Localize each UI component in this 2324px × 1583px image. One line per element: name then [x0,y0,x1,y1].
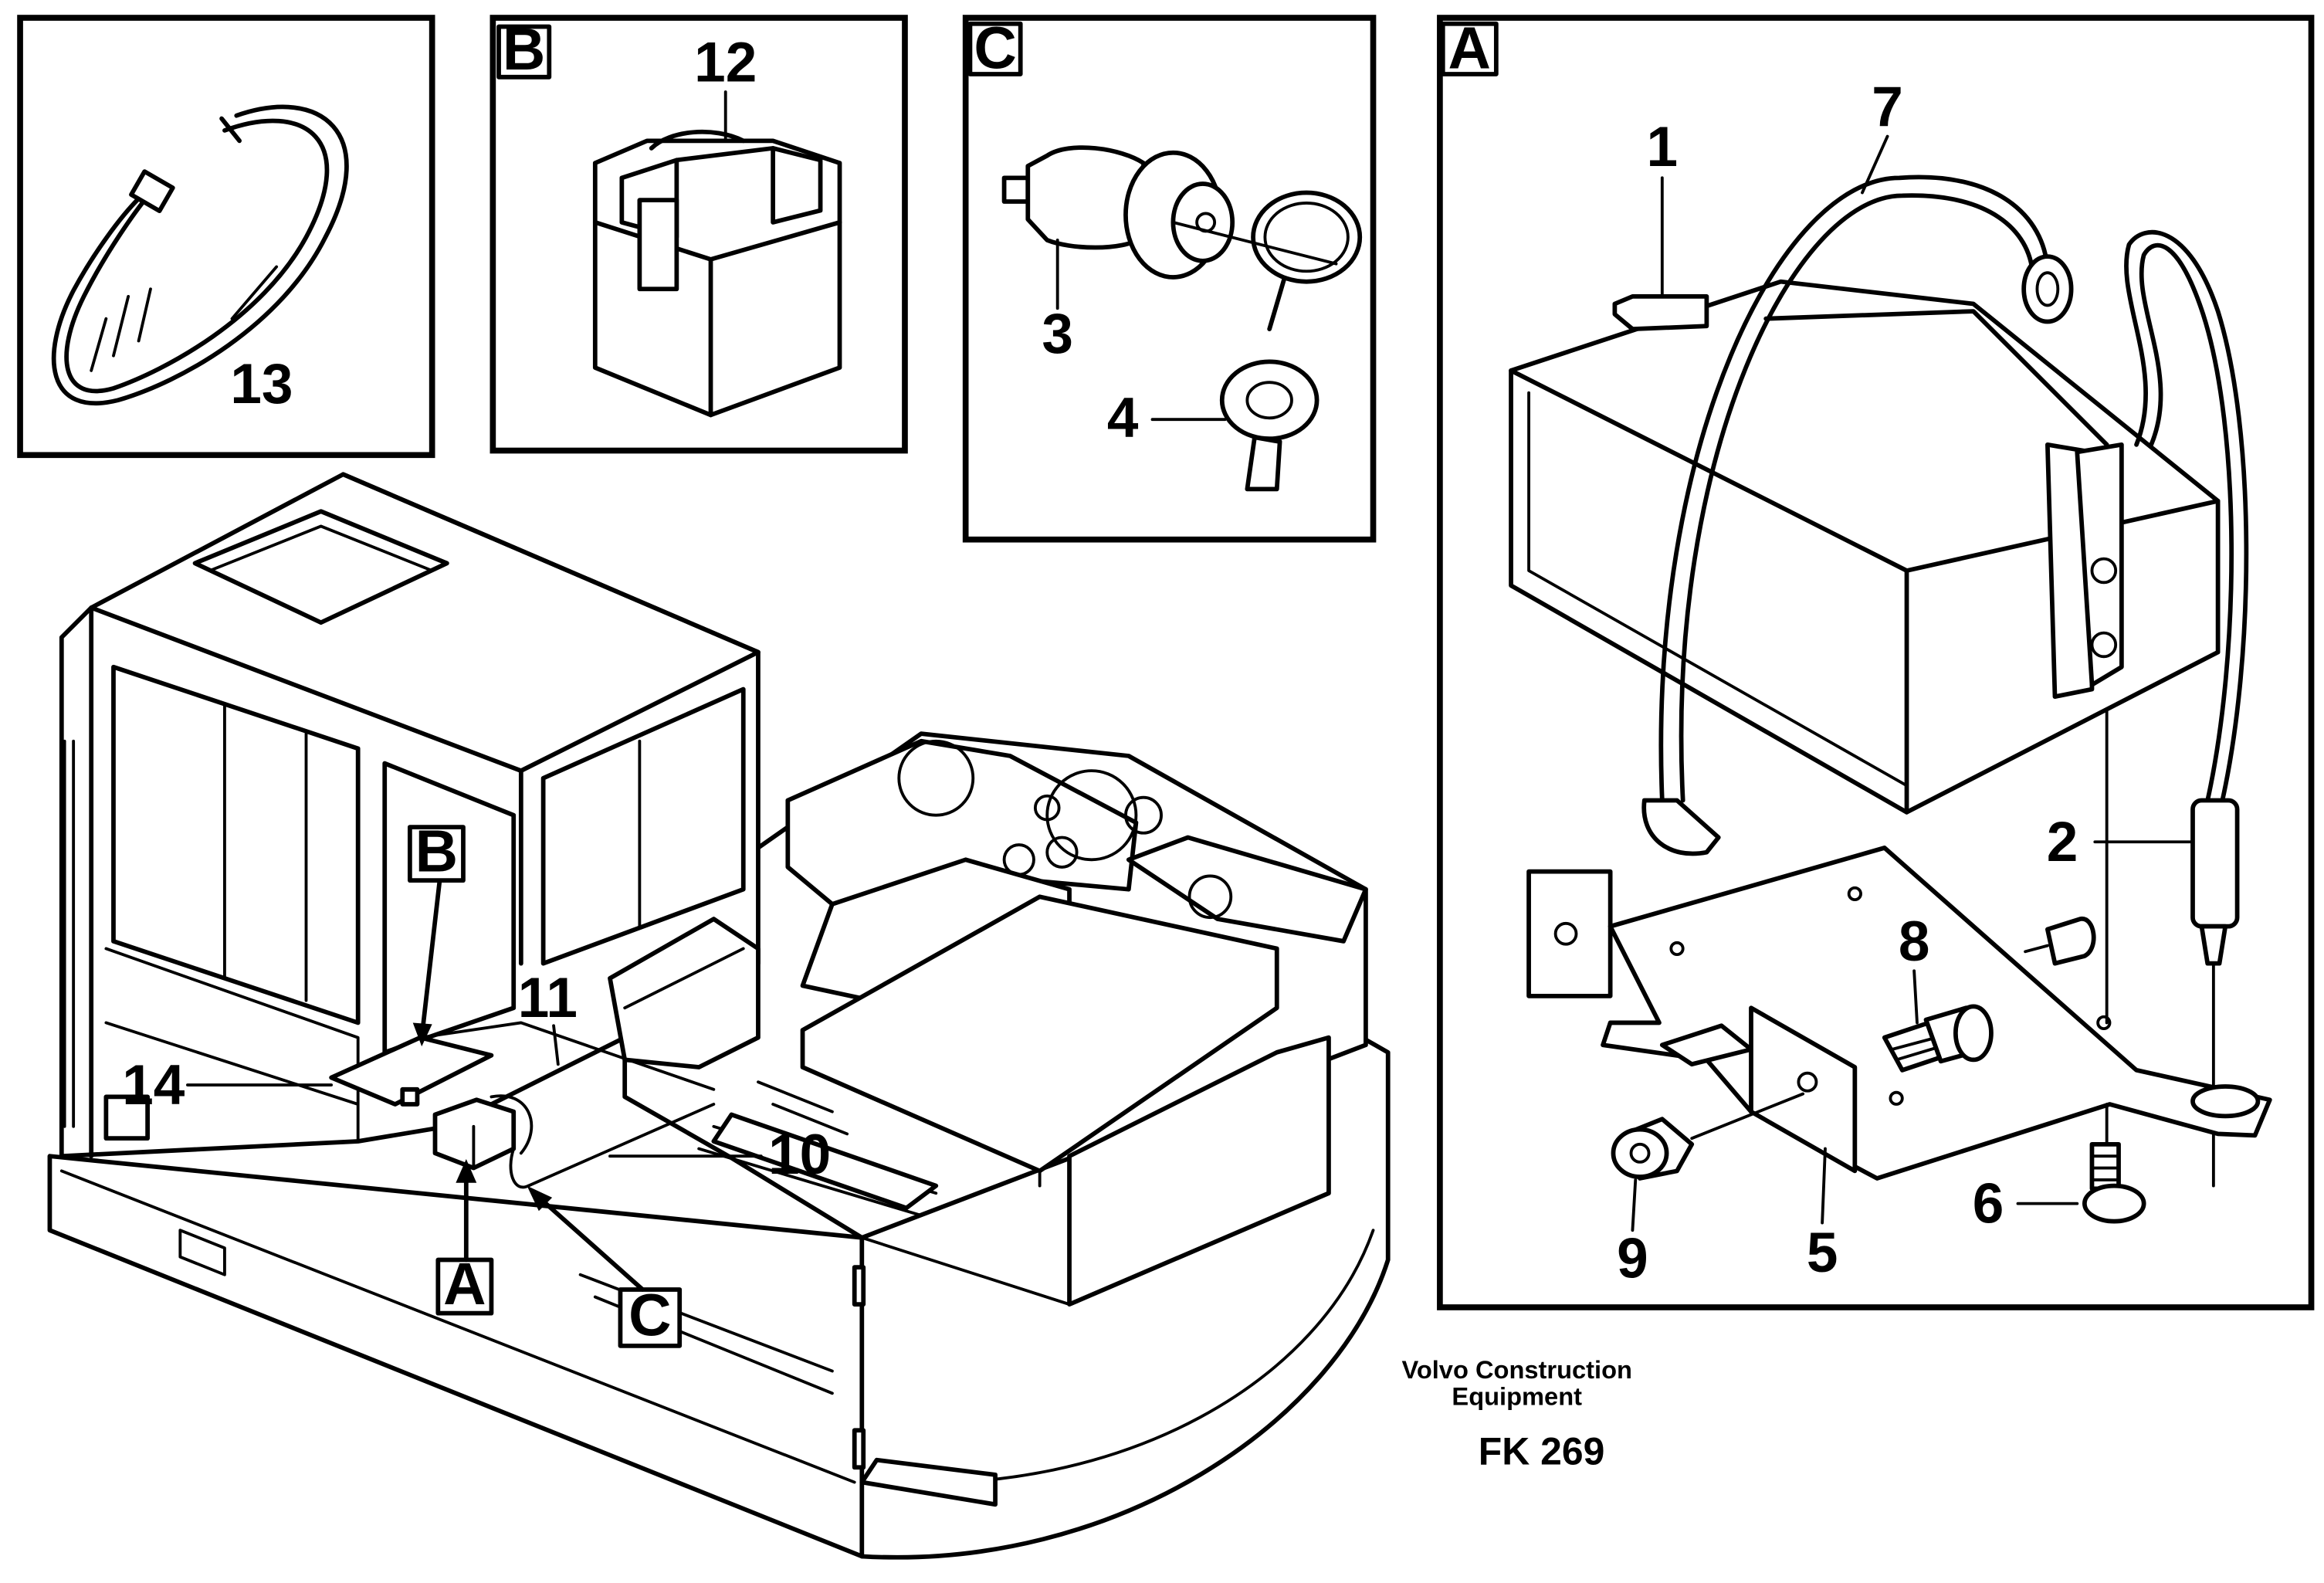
screw-6-drawing [2082,1103,2146,1224]
bolt-8-drawing [1882,1004,1994,1073]
panel-c: C 3 4 [962,15,1377,543]
part-label-12: 12 [694,32,757,94]
leader-11 [552,1024,560,1066]
bracket-drawing [1526,846,2272,1181]
panel-cable-tie: 13 [17,15,435,459]
panel-b-frame [490,15,908,454]
part-label-8: 8 [1899,910,1930,973]
panel-a: A [1437,15,2315,1310]
marker-c-arrow [534,1192,645,1292]
part-label-2: 2 [2047,811,2078,873]
credit-line-1: Volvo Construction [1401,1355,1631,1384]
leader-5 [1821,1147,1827,1225]
panel-a-letter-box [1440,21,1499,76]
machine-illustration: 14 11 10 B A C [47,472,1391,1560]
leader-9 [1631,1178,1638,1232]
cable-7-drawing [1641,175,2074,856]
marker-c-letter: C [628,1283,671,1348]
marker-b-box [407,825,466,883]
leader-7 [1861,134,1889,195]
marker-a-letter: A [443,1252,486,1317]
mount-plate [329,1035,494,1107]
marker-b-letter: B [415,819,458,885]
part-label-3: 3 [1042,303,1073,365]
leader-8 [1912,969,1919,1025]
relay-socket-drawing [592,129,842,418]
part-label-1: 1 [1647,116,1679,178]
marker-c-box [618,1287,683,1348]
socket-cap-drawing [1219,190,1363,492]
housing-box-drawing [1509,279,2221,815]
marker-a-box [435,1257,494,1316]
marker-a-arrowhead [456,1159,477,1183]
part-label-7: 7 [1872,76,1903,138]
cable-2-drawing [2124,229,2249,1188]
part-label-9: 9 [1617,1228,1648,1290]
marker-b-arrow [419,880,442,1040]
panel-b-letter-box [496,24,552,80]
panel-b: B 12 [490,15,908,454]
nut-9-drawing [1611,1092,1805,1181]
cable-tie-drawing [51,104,349,406]
figure-code: FK 269 [1479,1429,1605,1473]
panel-c-letter: C [974,15,1016,81]
panel-c-letter-box [967,21,1023,76]
panel-c-frame [962,15,1377,543]
footer-credit: Volvo Construction Equipment FK 269 [1401,1355,1631,1473]
pin-drawing [2024,710,2109,1025]
panel-a-letter: A [1448,15,1491,81]
part-label-6: 6 [1973,1173,2004,1236]
part-label-4: 4 [1107,387,1139,449]
part-label-13: 13 [230,353,293,415]
lighter-socket-drawing [1001,145,1338,280]
part-label-5: 5 [1807,1222,1838,1284]
marker-c-arrowhead [527,1185,553,1212]
part-label-10: 10 [768,1124,831,1186]
panel-a-frame [1437,15,2315,1310]
part-label-11: 11 [518,967,578,1029]
marker-b-arrowhead [412,1022,432,1047]
panel-b-letter: B [503,17,545,83]
credit-line-2: Equipment [1452,1382,1582,1411]
panel-cable-tie-frame [17,15,435,459]
part-label-14: 14 [122,1054,185,1117]
